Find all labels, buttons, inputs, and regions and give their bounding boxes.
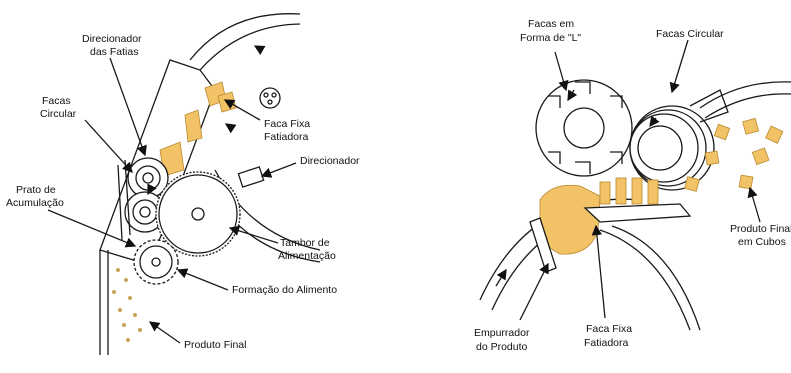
directing-block xyxy=(238,167,263,187)
leader-produto-final xyxy=(150,322,180,343)
label-produto-cubos-1: Produto Final xyxy=(730,223,791,235)
product-falling xyxy=(112,268,142,342)
label-tambor-2: Alimentação xyxy=(278,250,336,262)
label-formacao: Formação do Alimento xyxy=(232,284,337,296)
label-faca-fixa-1: Faca Fixa xyxy=(264,118,310,130)
circular-knives-stack xyxy=(630,90,728,190)
label-facas-circular-right: Facas Circular xyxy=(656,28,724,40)
label-empurrador-1: Empurrador xyxy=(474,327,530,339)
leader-facas-circular xyxy=(672,40,688,92)
label-empurrador-2: do Produto xyxy=(476,341,528,353)
rotation-arrow xyxy=(496,270,506,286)
rotation-arrow xyxy=(226,124,232,128)
leader-faca-fixa-right xyxy=(596,226,605,318)
accumulation-gear xyxy=(134,240,178,284)
label-direcionador-fatias-1: Direcionador xyxy=(82,33,142,45)
leader-produto-cubos xyxy=(750,188,760,222)
leader-formacao xyxy=(178,270,228,290)
label-facas-l-2: Forma de "L" xyxy=(520,32,581,44)
top-right-arc xyxy=(700,82,791,108)
food-block xyxy=(540,185,600,254)
label-produto-cubos-2: em Cubos xyxy=(738,236,786,248)
leader-direcionador xyxy=(262,163,296,176)
label-facas-l-1: Facas em xyxy=(528,18,574,30)
right-dicer-diagram: Facas em Forma de "L" Facas Circular Pro… xyxy=(474,18,791,353)
outer-housing-arc-inner xyxy=(200,24,300,70)
label-facas-1: Facas xyxy=(42,95,71,107)
small-hub xyxy=(260,88,280,108)
leader-direcionador-fatias xyxy=(110,58,145,155)
food-strips xyxy=(600,178,658,204)
label-prato-1: Prato de xyxy=(16,184,56,196)
label-faca-fixa-right-2: Fatiadora xyxy=(584,337,629,349)
label-prato-2: Acumulação xyxy=(6,197,64,209)
leader-facas-l xyxy=(555,52,566,90)
label-direcionador: Direcionador xyxy=(300,155,360,167)
label-tambor-1: Tambor de xyxy=(280,237,330,249)
leader-empurrador xyxy=(520,264,548,320)
label-faca-fixa-2: Fatiadora xyxy=(264,131,309,143)
label-direcionador-fatias-2: das Fatias xyxy=(90,46,138,58)
leader-facas-circular xyxy=(85,120,132,172)
rotation-arrow xyxy=(255,46,262,50)
fixed-blade-plate xyxy=(585,204,690,222)
l-shaped-knives-wheel xyxy=(536,80,632,176)
left-dicer-diagram: Direcionador das Fatias Facas Circular P… xyxy=(6,14,360,355)
outer-housing-arc xyxy=(190,14,300,60)
label-faca-fixa-right-1: Faca Fixa xyxy=(586,323,632,335)
food-slice xyxy=(218,92,236,112)
label-facas-2: Circular xyxy=(40,108,77,120)
label-produto-final: Produto Final xyxy=(184,339,246,351)
